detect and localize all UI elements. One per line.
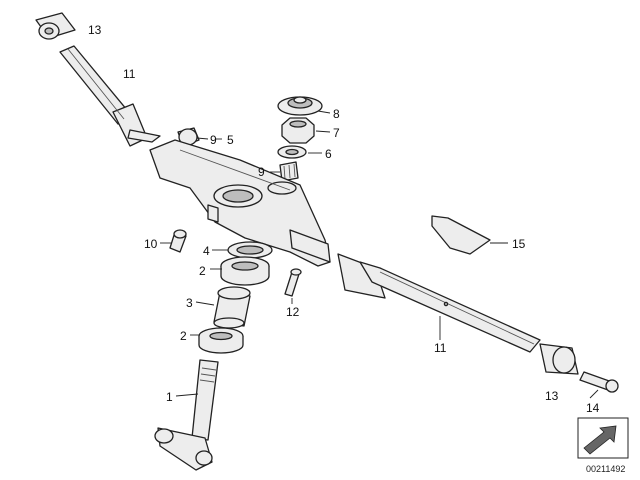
callout-15: 15 <box>512 237 526 251</box>
part-11-handlebar-tube-left <box>59 45 161 147</box>
callout-12: 12 <box>286 305 300 319</box>
upper-fork-bridge <box>149 139 331 267</box>
callout-6: 6 <box>325 147 332 161</box>
part-10-bolt <box>169 229 187 253</box>
part-13-end-cap-right <box>539 343 579 375</box>
part-8-centre-nut <box>277 96 323 116</box>
callout-8: 8 <box>333 107 340 121</box>
callout-13-right: 13 <box>545 389 559 403</box>
part-14-screw <box>579 371 619 393</box>
callout-1: 1 <box>166 390 173 404</box>
callout-10: 10 <box>144 237 158 251</box>
callout-5: 5 <box>227 133 234 147</box>
part-7-hex-nut <box>281 117 315 144</box>
part-15-pad <box>431 215 491 255</box>
callout-14: 14 <box>586 401 600 415</box>
callout-7: 7 <box>333 126 340 140</box>
leader-lines <box>160 110 599 399</box>
part-11-handlebar-tube-right <box>337 253 541 353</box>
callout-3: 3 <box>186 296 193 310</box>
part-6-washer <box>277 145 307 159</box>
part-3-spacer-sleeve <box>213 286 251 329</box>
part-1-lower-bridge-stem <box>154 359 219 471</box>
callout-13-top: 13 <box>88 23 102 37</box>
callout-2-upper: 2 <box>199 264 206 278</box>
callout-9-right: 9 <box>258 165 265 179</box>
orientation-arrow-icon <box>577 417 629 459</box>
part-12-bolt <box>284 268 302 297</box>
callout-2-lower: 2 <box>180 329 187 343</box>
callout-9-left: 9 <box>210 133 217 147</box>
image-id: 00211492 <box>586 464 625 474</box>
part-9-sleeve <box>279 161 299 182</box>
callout-labels: 13 11 9 5 8 7 6 9 10 4 2 3 2 12 11 15 1 … <box>88 23 600 415</box>
callout-11-top: 11 <box>123 67 136 81</box>
part-2-bearing-lower <box>198 327 244 354</box>
part-13-end-cap-left <box>35 12 76 40</box>
callout-4: 4 <box>203 244 210 258</box>
part-2-bearing-upper <box>220 256 270 286</box>
callout-11-right: 11 <box>434 341 447 355</box>
part-4-ring <box>227 241 273 259</box>
